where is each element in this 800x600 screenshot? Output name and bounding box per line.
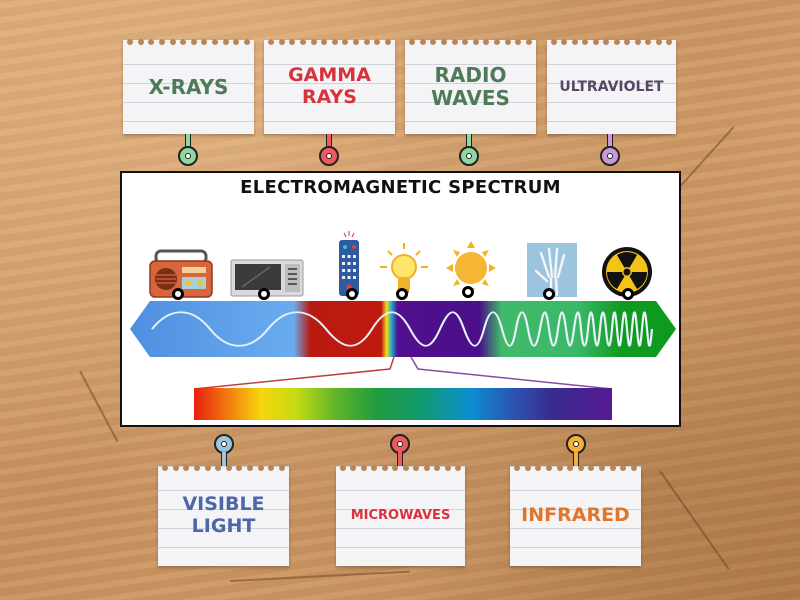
paper-holes <box>340 463 461 473</box>
diagram-title: ELECTROMAGNETIC SPECTRUM <box>240 177 561 198</box>
label-card-ultraviolet[interactable]: ULTRAVIOLET <box>547 37 676 134</box>
paper-holes <box>268 37 391 47</box>
label-card-radio-waves[interactable]: RADIO WAVES <box>405 37 536 134</box>
remote-control-icon <box>339 231 359 296</box>
card-label: INFRARED <box>521 504 630 527</box>
drop-slot-microwave[interactable] <box>258 288 270 300</box>
label-card-x-rays[interactable]: X-RAYS <box>123 37 254 134</box>
drop-slot-sun[interactable] <box>462 286 474 298</box>
pin-icon[interactable] <box>390 434 410 470</box>
zoom-lines <box>193 356 613 390</box>
sun-icon <box>446 241 496 295</box>
card-label: X-RAYS <box>148 74 229 99</box>
pin-icon[interactable] <box>566 434 586 470</box>
pin-icon[interactable] <box>319 134 339 170</box>
drop-slot-remote[interactable] <box>346 288 358 300</box>
card-label: MICROWAVES <box>350 507 451 523</box>
drop-slot-radiation[interactable] <box>622 288 634 300</box>
wood-crack <box>79 370 119 443</box>
paper-holes <box>162 463 285 473</box>
paper-holes <box>551 37 672 47</box>
pin-icon[interactable] <box>214 434 234 470</box>
microwave-oven-icon <box>230 259 304 297</box>
radio-icon <box>149 249 213 298</box>
label-card-gamma-rays[interactable]: GAMMA RAYS <box>264 37 395 134</box>
pin-icon[interactable] <box>178 134 198 170</box>
label-card-infrared[interactable]: INFRARED <box>510 463 641 566</box>
paper-holes <box>127 37 250 47</box>
card-label: VISIBLE LIGHT <box>182 493 265 537</box>
radiation-icon <box>602 247 652 297</box>
visible-spectrum-bar <box>194 388 612 420</box>
card-label: ULTRAVIOLET <box>559 78 664 95</box>
paper-holes <box>514 463 637 473</box>
wood-crack <box>229 570 410 582</box>
spectrum-diagram: ELECTROMAGNETIC SPECTRUM <box>120 171 681 427</box>
card-label: RADIO WAVES <box>431 63 510 110</box>
card-label: GAMMA RAYS <box>288 64 371 108</box>
pin-icon[interactable] <box>600 134 620 170</box>
pin-icon[interactable] <box>459 134 479 170</box>
wood-crack <box>659 470 730 570</box>
label-card-microwaves[interactable]: MICROWAVES <box>336 463 465 566</box>
drop-slot-xray[interactable] <box>543 288 555 300</box>
paper-holes <box>409 37 532 47</box>
label-card-visible-light[interactable]: VISIBLE LIGHT <box>158 463 289 566</box>
spectrum-band <box>130 301 676 357</box>
drop-slot-radio[interactable] <box>172 288 184 300</box>
light-bulb-icon <box>380 243 428 293</box>
drop-slot-bulb[interactable] <box>396 288 408 300</box>
